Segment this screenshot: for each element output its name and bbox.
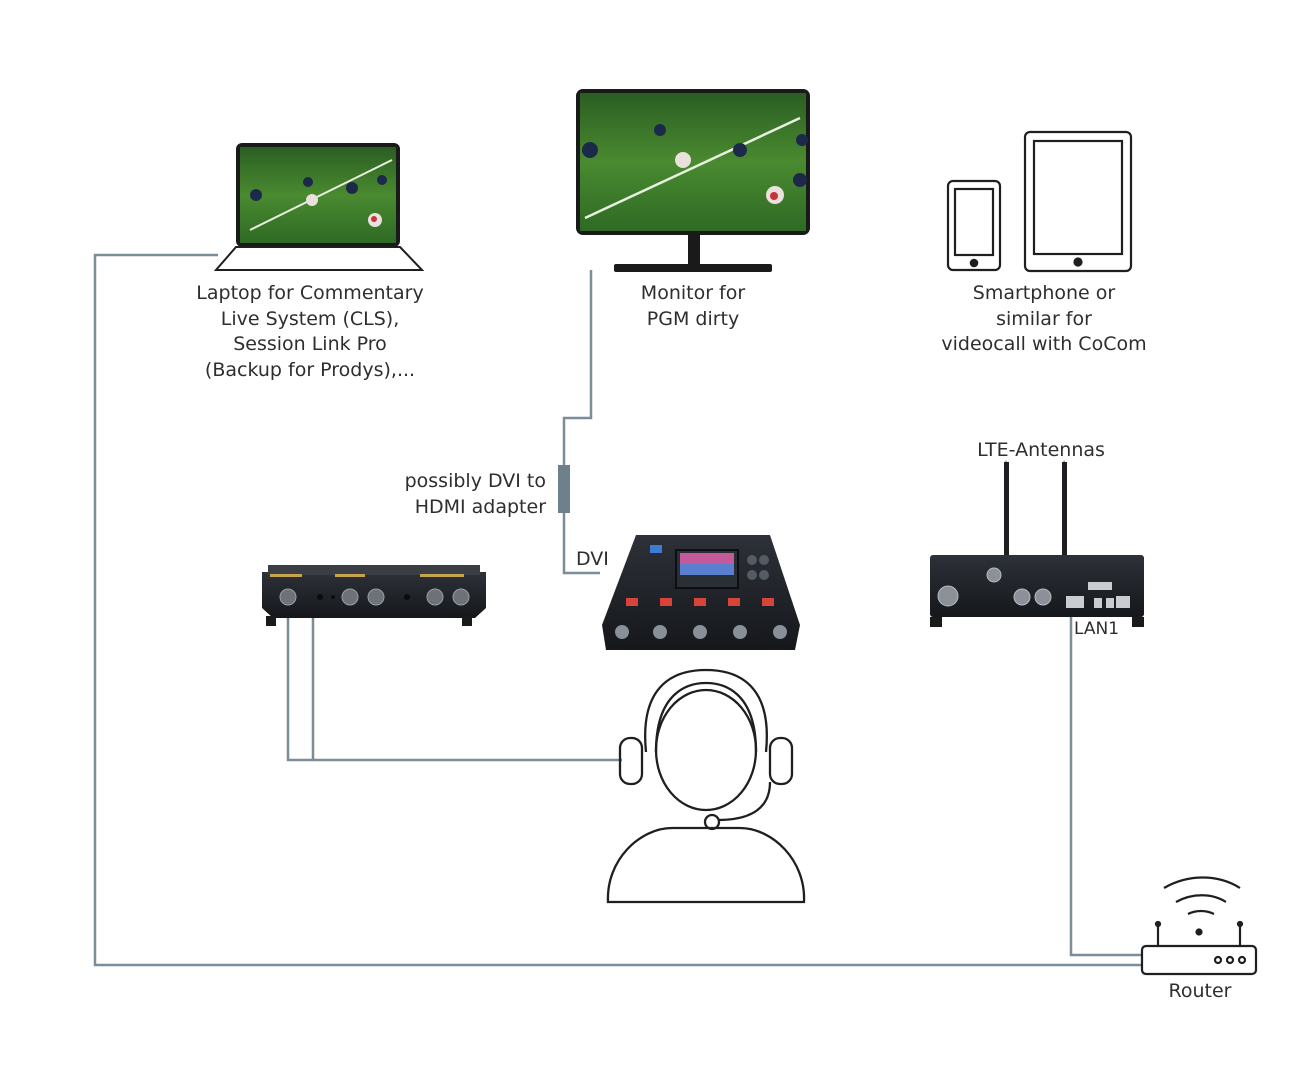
monitor-label-line: PGM dirty <box>646 307 740 330</box>
adapter-label-line: HDMI adapter <box>414 495 546 518</box>
monitor-label: Monitor for PGM dirty <box>593 281 793 332</box>
dvi-label: DVI <box>576 548 609 570</box>
smartphone-label-line: Smartphone or <box>972 282 1116 304</box>
smartphone-label-line: videocall with CoCom <box>941 333 1147 355</box>
adapter-label: possibly DVI to HDMI adapter <box>366 469 546 520</box>
lte-codec-icon <box>930 460 1144 627</box>
monitor-label-line: Monitor for <box>640 282 746 304</box>
cable-monitor-dvi <box>562 270 600 575</box>
laptop-label-line: (Backup for Prodys),... <box>204 358 416 381</box>
laptop-label: Laptop for Commentary Live System (CLS),… <box>170 281 450 383</box>
smartphone-label-line: similar for <box>996 307 1092 330</box>
cable-audio-headset-a <box>286 612 622 762</box>
tablet-icon <box>1023 130 1133 273</box>
cable-lan1-router <box>1069 600 1142 957</box>
laptop-label-line: Session Link Pro <box>233 333 387 355</box>
lte-antennas-label: LTE-Antennas <box>977 439 1105 461</box>
laptop-label-line: Live System (CLS), <box>220 307 400 330</box>
smartphone-label: Smartphone or similar for videocall with… <box>914 281 1174 358</box>
commentary-unit-icon <box>602 535 800 650</box>
monitor-icon <box>576 89 810 272</box>
adapter-label-line: possibly DVI to <box>404 470 546 492</box>
audio-interface-icon <box>262 565 486 626</box>
cable-laptop-router <box>93 253 1142 967</box>
headset-user-icon <box>606 668 806 904</box>
cables <box>93 253 1142 967</box>
laptop-label-line: Laptop for Commentary <box>196 282 424 304</box>
laptop-icon <box>213 143 425 271</box>
smartphone-icon <box>946 179 1002 272</box>
router-label: Router <box>1168 980 1232 1002</box>
router-icon <box>1140 876 1258 976</box>
adapter-icon <box>558 465 570 513</box>
lan1-label: LAN1 <box>1074 619 1120 639</box>
